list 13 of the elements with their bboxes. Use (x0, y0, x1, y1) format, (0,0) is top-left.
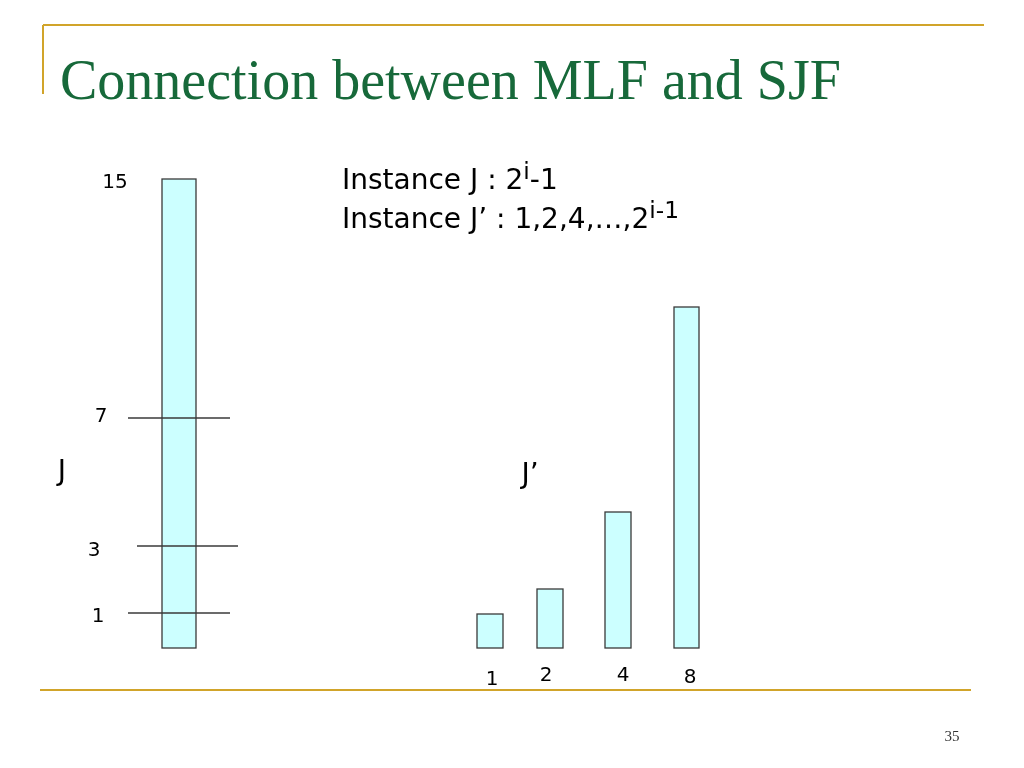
bar-label: 1 (485, 668, 499, 688)
bar-label: 4 (616, 664, 630, 684)
tick-label: 15 (102, 171, 128, 191)
instance-definition: Instance J : 2$^{i}$-1 (342, 159, 558, 195)
instance-definition: Instance J’ : 1,2,4,…,2$^{i-1}$ (342, 198, 679, 234)
bar-label: 8 (683, 666, 697, 686)
slide-title: Connection between MLF and SJF (60, 52, 841, 108)
tick-label: 1 (91, 605, 105, 625)
page-number: 35 (944, 728, 960, 744)
bar-label: 2 (539, 664, 553, 684)
tick-label: 3 (87, 539, 101, 559)
tick-label: 7 (94, 405, 108, 425)
instance-label: J (57, 457, 67, 485)
